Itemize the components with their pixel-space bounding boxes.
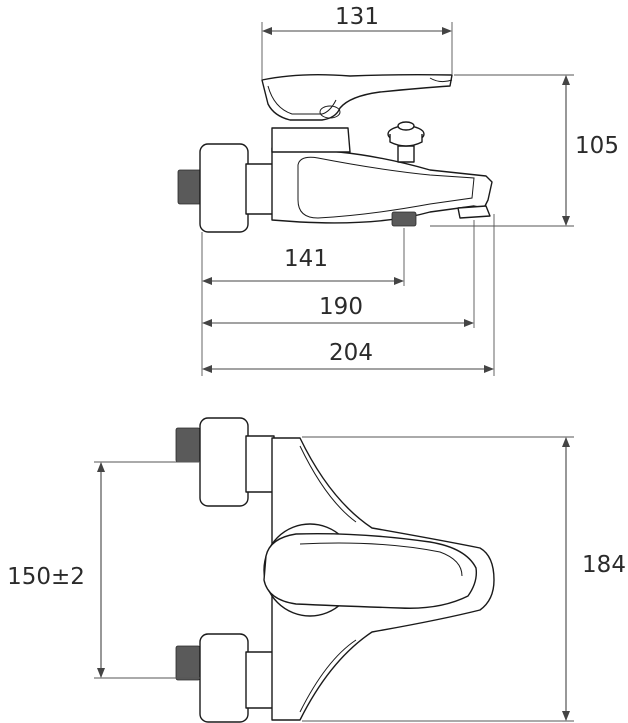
dim-label-184: 184 — [582, 552, 626, 578]
top-inlet-thread-lower — [175, 645, 201, 681]
side-body-highlight — [297, 156, 475, 219]
dim-label-150-bg — [2, 560, 90, 590]
side-inlet-thread — [177, 169, 203, 205]
top-connector-lower — [245, 651, 275, 709]
side-cartridge-housing — [271, 127, 351, 153]
side-view: 131 105 141 190 204 — [177, 4, 619, 376]
side-diverter-button — [387, 121, 425, 163]
top-inlet-thread-upper — [175, 427, 201, 463]
top-handle — [263, 532, 478, 609]
top-body-highlight — [299, 445, 357, 713]
side-handle — [261, 73, 453, 121]
top-wall-nut-lower — [199, 633, 249, 723]
dim-label-204: 204 — [329, 340, 373, 366]
top-view: 150±2 184 — [2, 417, 626, 723]
side-handle-pivot — [319, 105, 341, 119]
top-connector-upper — [245, 435, 275, 493]
side-connector — [245, 163, 275, 215]
top-wall-nut-upper — [199, 417, 249, 507]
side-wall-nut — [199, 143, 249, 233]
dim-label-131: 131 — [335, 4, 379, 30]
top-handle-detail — [299, 542, 463, 577]
dim-label-141: 141 — [284, 246, 328, 272]
dim-label-190: 190 — [319, 294, 363, 320]
side-diverter-knob — [391, 211, 417, 227]
dim-label-105: 105 — [575, 133, 619, 159]
side-aerator — [457, 205, 491, 219]
dim-label-150: 150±2 — [7, 564, 85, 590]
